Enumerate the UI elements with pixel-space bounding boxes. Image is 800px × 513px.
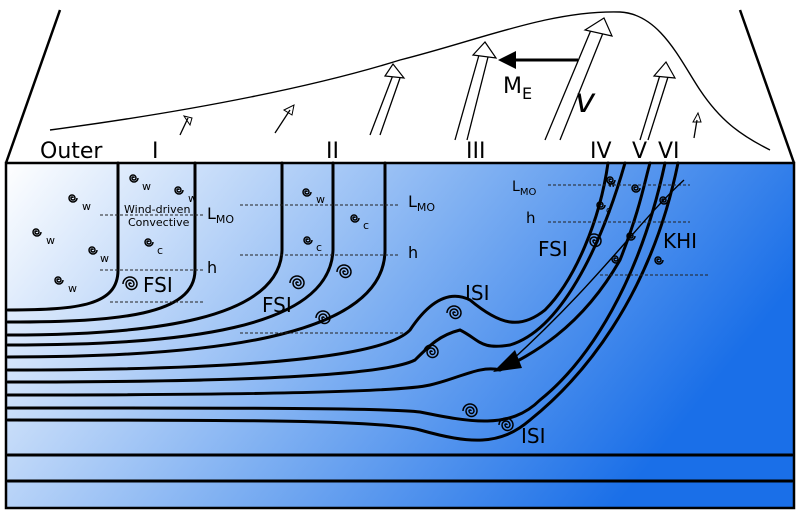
svg-text:c: c [363,219,369,232]
wind-profile-curve [49,11,771,151]
label-region-VI: VI [658,139,680,164]
label-wind-driven: Wind-driven [124,203,190,216]
label-isi-lower: ISI [521,424,546,448]
label-h-I: h [207,258,217,277]
svg-text:w: w [142,180,151,193]
dashed-lines [100,184,710,334]
subduction-arrow [493,179,685,372]
label-lmo-II: LMO [408,192,435,214]
wind-velocity-label: v [575,81,596,121]
label-region-III: III [466,139,485,164]
svg-text:w: w [188,192,197,205]
label-khi: KHI [663,229,697,253]
label-region-I: I [152,139,159,164]
momentum-flux-label: ME [503,74,532,103]
label-fsi-I: FSI [143,273,173,297]
svg-text:w: w [46,234,55,247]
label-fsi-IV: FSI [538,237,568,261]
svg-text:c: c [316,241,322,254]
momentum-flux-arrow [498,51,578,69]
eddy-labels: w w w w w w c w c c w c [46,180,615,295]
label-isi-upper: ISI [465,281,490,305]
left-wall [4,9,62,164]
svg-text:c: c [157,244,163,257]
label-lmo-I: LMO [207,204,234,226]
svg-text:w: w [608,180,615,190]
right-wall [738,9,796,164]
label-region-V: V [632,139,647,164]
label-h-II: h [408,243,418,262]
svg-text:w: w [68,282,77,295]
label-lmo-IV: LMO [512,179,536,198]
svg-text:w: w [100,252,109,265]
label-convective: Convective [128,216,190,229]
label-region-II: II [326,139,339,164]
label-region-IV: IV [590,139,612,164]
label-fsi-II: FSI [262,293,292,317]
svg-text:c: c [606,206,611,216]
svg-text:w: w [316,193,325,206]
label-outer: Outer [40,139,103,164]
svg-text:w: w [82,200,91,213]
label-h-IV: h [526,209,536,227]
wind-vectors [179,17,702,141]
